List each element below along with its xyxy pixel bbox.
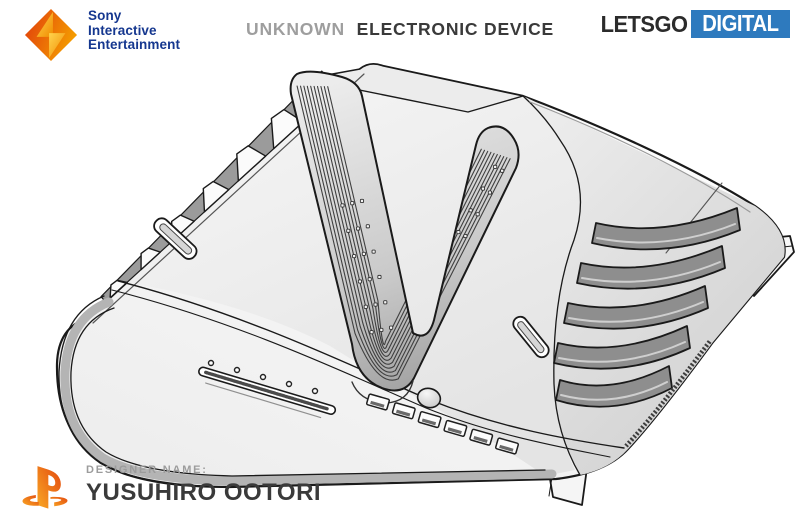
title-muted: UNKNOWN [246,19,345,39]
sony-line-3: Entertainment [88,38,180,53]
letsgo-wordmark: LETSGO [600,11,687,38]
designer-label: DESIGNER NAME: [86,464,321,476]
designer-block: DESIGNER NAME: YUSUHIRO OOTORI [86,464,321,507]
designer-name: YUSUHIRO OOTORI [86,479,321,507]
title-strong: ELECTRONIC DEVICE [357,19,554,39]
playstation-logo-icon [20,462,70,522]
letsgo-digital-badge: DIGITAL [691,10,790,38]
letsgo-digital-logo: LETSGO DIGITAL [596,10,790,38]
